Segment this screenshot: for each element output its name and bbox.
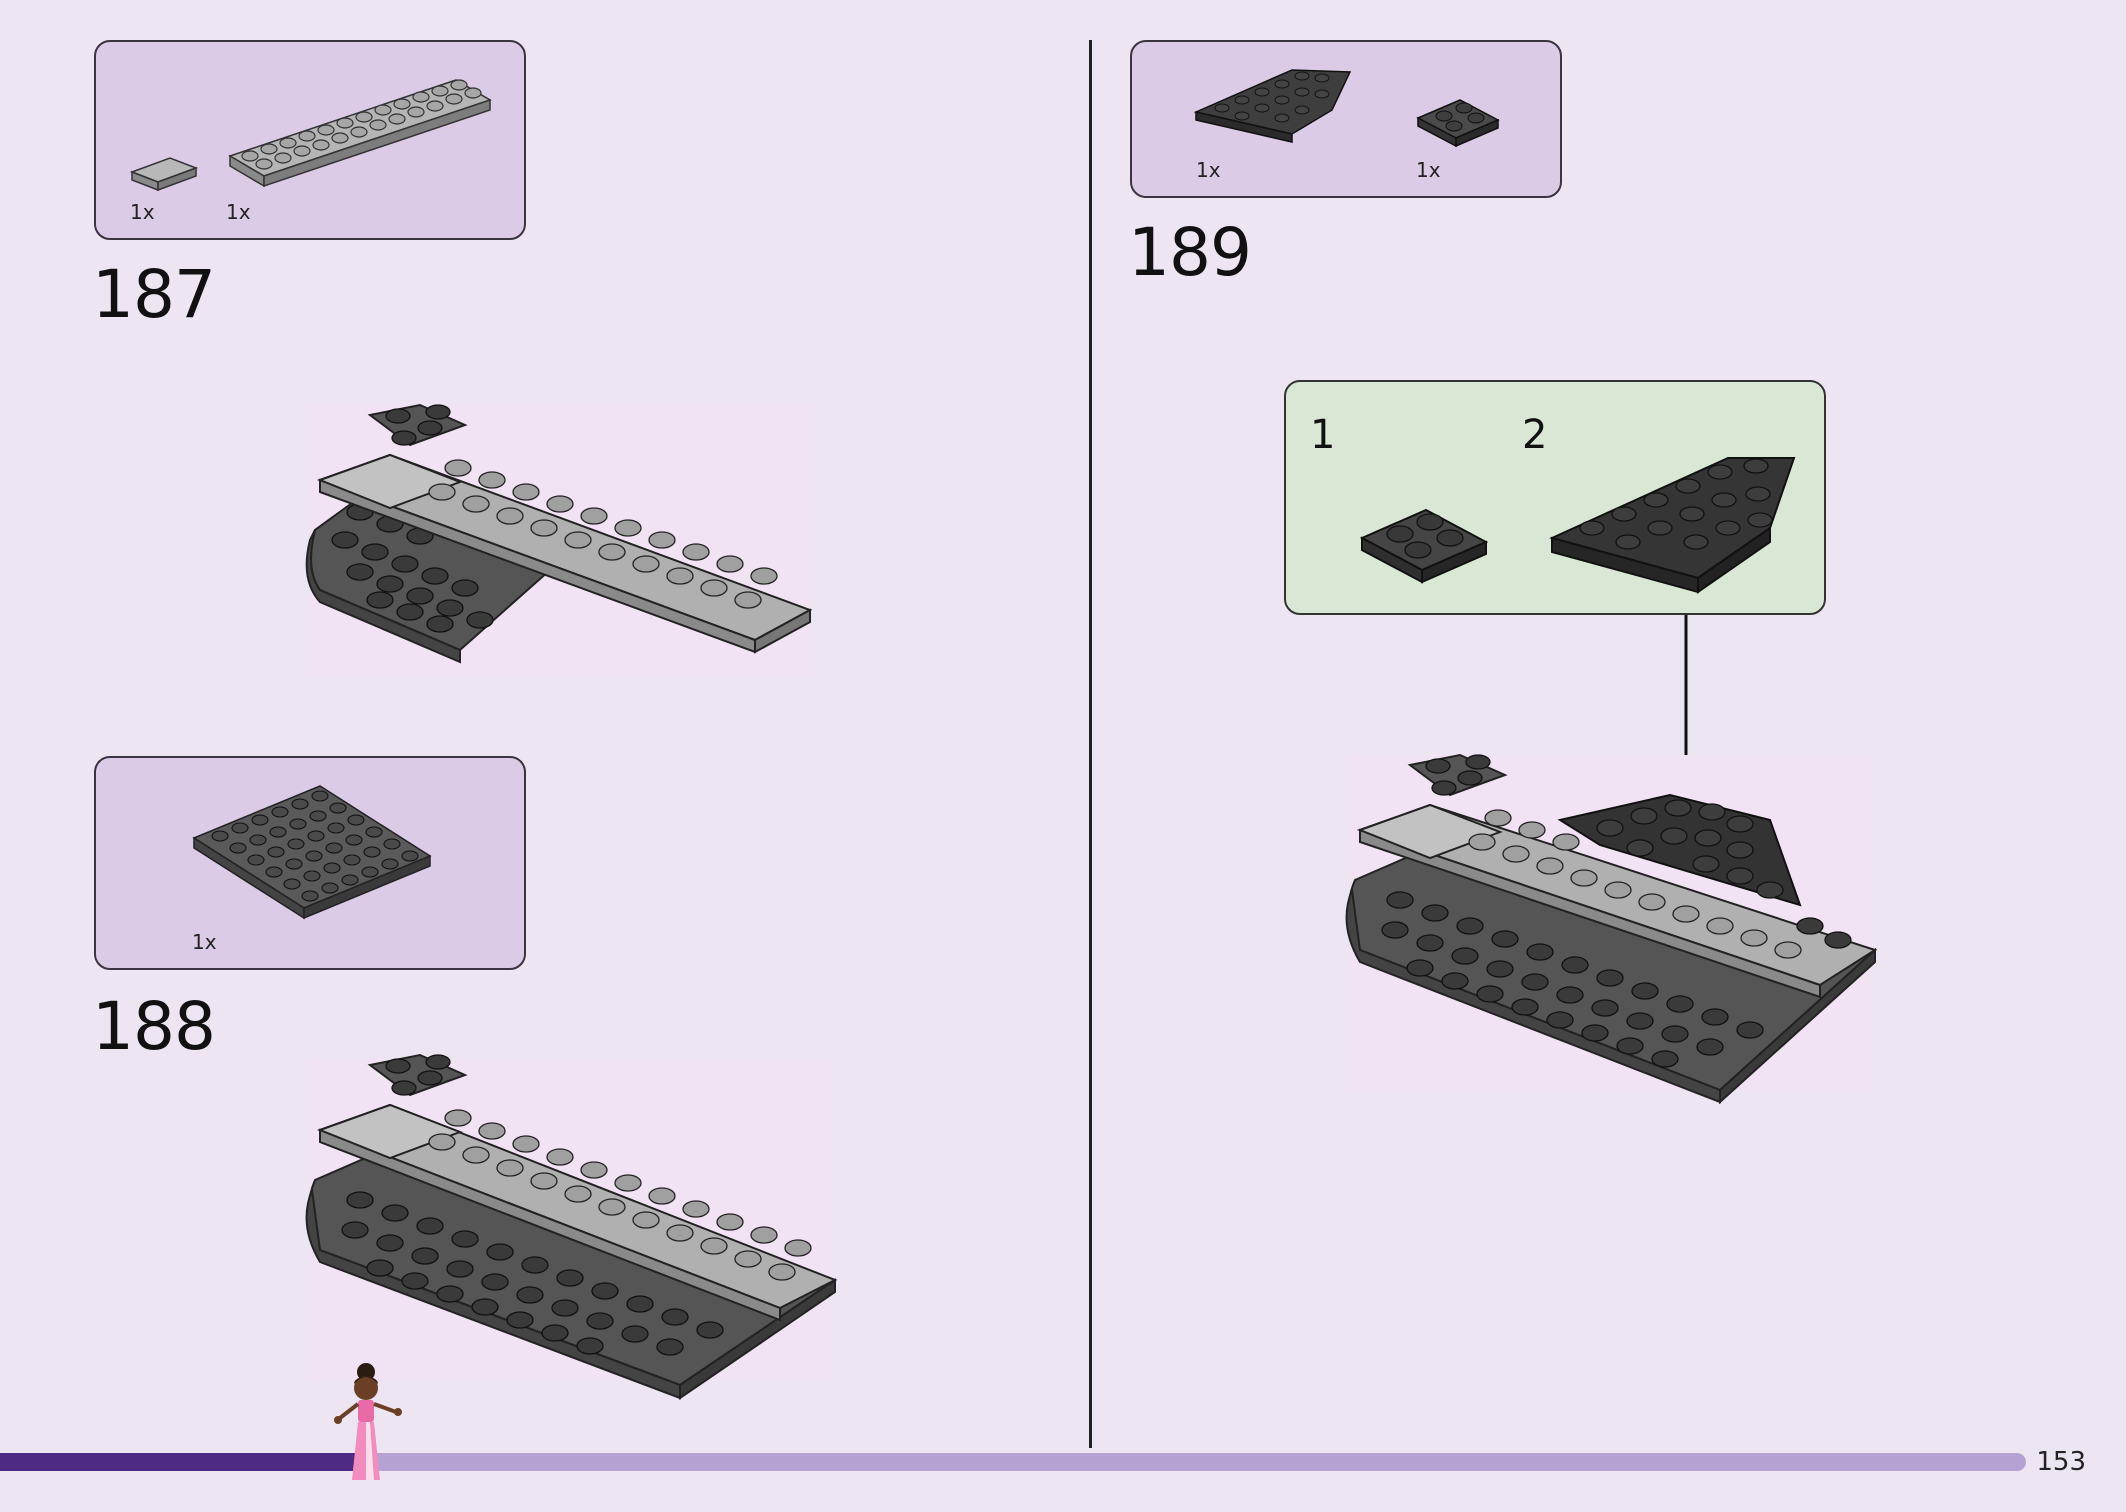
parts-box-187: 1x 1x — [94, 40, 526, 240]
tile-1x2-light-gray — [129, 157, 199, 192]
substep-number: 1 — [1310, 412, 1336, 458]
step-number-187: 187 — [92, 256, 216, 333]
wedge-plate-dark-substep — [1549, 457, 1796, 594]
part-qty: 1x — [1416, 158, 1441, 182]
step-number-188: 188 — [92, 988, 216, 1065]
step-number-189: 189 — [1128, 214, 1252, 291]
part-qty: 1x — [130, 200, 155, 224]
plate-6x6-dark-gray — [192, 785, 432, 920]
part-qty: 1x — [226, 200, 251, 224]
parts-box-188: 1x — [94, 756, 526, 970]
page-number: 153 — [2036, 1447, 2086, 1477]
page-divider — [1089, 40, 1092, 1448]
build-illustration-189 — [1345, 753, 1878, 1105]
build-illustration-188 — [305, 1053, 838, 1400]
build-illustration-187 — [305, 403, 813, 675]
plate-2x12-light-gray — [228, 79, 492, 188]
plate-2x2-dark-substep — [1359, 508, 1489, 584]
part-qty: 1x — [192, 930, 217, 954]
minifigure-icon — [334, 1363, 402, 1480]
progress-fill — [0, 1453, 365, 1471]
subassembly-box: 1 2 — [1284, 380, 1826, 615]
progress-track — [0, 1453, 2026, 1471]
part-qty: 1x — [1196, 158, 1221, 182]
wedge-plate-dark — [1193, 69, 1352, 143]
parts-box-189: 1x 1x — [1130, 40, 1562, 198]
plate-2x2-dark — [1416, 99, 1500, 148]
substep-number: 2 — [1522, 412, 1548, 458]
